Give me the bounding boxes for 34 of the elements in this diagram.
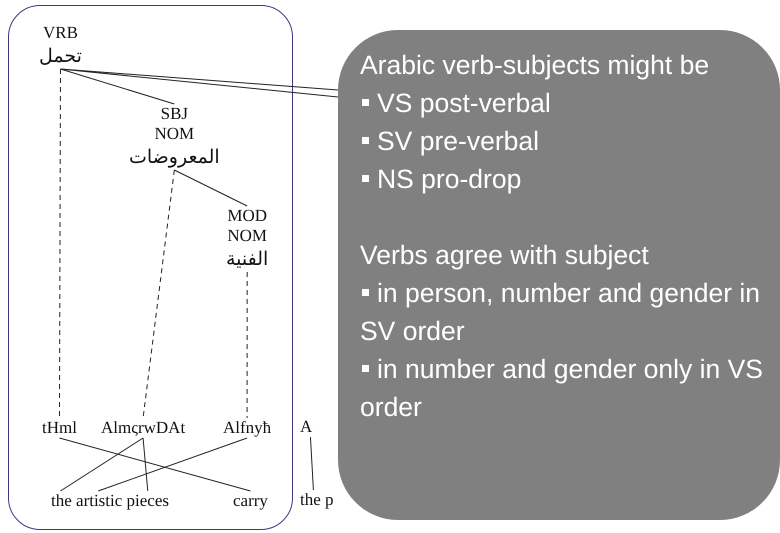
tree-label: SBJ bbox=[160, 104, 190, 124]
arabic-word: المعروضات bbox=[129, 145, 220, 170]
projection-line bbox=[142, 170, 175, 418]
link-line bbox=[174, 170, 248, 206]
projection-line bbox=[58, 68, 61, 418]
callout-text: SV pre-verbal bbox=[360, 122, 772, 160]
link-line bbox=[60, 68, 175, 104]
word-label: tHml bbox=[42, 418, 77, 438]
tree-label: NOM bbox=[154, 124, 196, 144]
callout-box bbox=[338, 30, 780, 520]
callout-text: VS post-verbal bbox=[360, 84, 772, 122]
tree-label: VRB bbox=[42, 23, 79, 43]
word-label: A bbox=[300, 417, 312, 437]
link-line bbox=[98, 438, 248, 492]
link-line bbox=[142, 438, 148, 492]
callout-text: NS pro-drop bbox=[360, 160, 772, 198]
projection-line bbox=[246, 272, 248, 418]
arabic-word: الفنية bbox=[226, 247, 268, 272]
word-label: the p bbox=[300, 490, 334, 510]
word-label: the artistic pieces bbox=[51, 491, 170, 511]
link-line bbox=[310, 436, 314, 490]
callout-text: Verbs agree with subject bbox=[360, 239, 650, 272]
word-label: carry bbox=[233, 491, 268, 511]
callout-text: in number and gender only in VS order bbox=[360, 350, 772, 426]
link-line bbox=[58, 438, 251, 492]
panel-outline bbox=[8, 5, 293, 530]
tree-label: NOM bbox=[226, 226, 268, 246]
link-line bbox=[60, 438, 144, 492]
word-label: Alfnyħ bbox=[223, 418, 272, 438]
word-label: AlmςrwDAt bbox=[101, 418, 186, 438]
tree-label: MOD bbox=[226, 206, 268, 226]
link-line bbox=[60, 68, 338, 98]
arabic-word: تحمل bbox=[39, 44, 82, 69]
callout-text: Arabic verb-subjects might be bbox=[360, 49, 710, 82]
